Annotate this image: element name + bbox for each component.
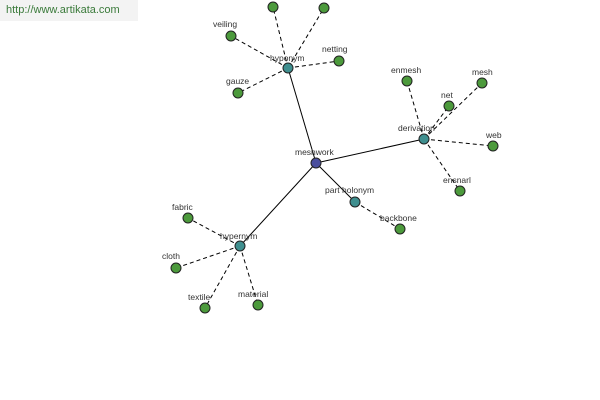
edge-hyponym-veiling — [230, 35, 289, 69]
edge-root-derivation — [315, 138, 425, 164]
edge-root-hyponym — [287, 67, 317, 164]
label-derivation: derivation — [398, 123, 435, 133]
edge-hypernym-textile — [204, 245, 241, 309]
node-net[interactable] — [443, 100, 455, 112]
label-cloth: cloth — [162, 251, 180, 261]
edge-partholonym-backbone — [354, 201, 401, 230]
label-meshwork: meshwork — [295, 147, 334, 157]
label-backbone: backbone — [380, 213, 417, 223]
label-hyponym: hyponym — [270, 53, 305, 63]
edge-derivation-ensnarl — [423, 138, 461, 192]
edge-hypernym-material — [239, 245, 259, 306]
label-mesh: mesh — [472, 67, 493, 77]
node-enmesh[interactable] — [401, 75, 413, 87]
node-gauze[interactable] — [232, 87, 244, 99]
edge-hypernym-cloth — [175, 245, 241, 269]
node-derivation[interactable] — [418, 133, 430, 145]
node-netting[interactable] — [333, 55, 345, 67]
edge-hyponym-leaf-1 — [272, 6, 289, 69]
node-veiling[interactable] — [225, 30, 237, 42]
label-fabric: fabric — [172, 202, 194, 212]
label-web: web — [485, 130, 502, 140]
node-hyponym[interactable] — [282, 62, 294, 74]
node-backbone[interactable] — [394, 223, 406, 235]
node-ensnarl[interactable] — [454, 185, 466, 197]
node-hypernym[interactable] — [234, 240, 246, 252]
label-hypernym: hypernym — [220, 231, 257, 241]
edge-hyponym-netting — [287, 60, 340, 69]
edge-derivation-enmesh — [406, 80, 425, 140]
node-part-holonym[interactable] — [349, 196, 361, 208]
label-netting: netting — [322, 44, 348, 54]
node-fabric[interactable] — [182, 212, 194, 224]
edge-root-hypernym — [239, 162, 317, 247]
label-textile: textile — [188, 292, 210, 302]
node-meshwork[interactable] — [310, 157, 322, 169]
label-gauze: gauze — [226, 76, 249, 86]
node-web[interactable] — [487, 140, 499, 152]
watermark-link[interactable]: http://www.artikata.com — [0, 0, 138, 21]
label-part-holonym: part holonym — [325, 185, 374, 195]
label-material: material — [238, 289, 268, 299]
node-hyponym-leaf-1[interactable] — [267, 1, 279, 13]
label-ensnarl: ensnarl — [443, 175, 471, 185]
label-net: net — [441, 90, 453, 100]
edge-root-partholonym — [315, 162, 356, 203]
node-material[interactable] — [252, 299, 264, 311]
edge-hypernym-fabric — [187, 217, 241, 247]
label-enmesh: enmesh — [391, 65, 422, 75]
node-textile[interactable] — [199, 302, 211, 314]
edge-hyponym-leaf-2 — [287, 7, 325, 69]
node-hyponym-leaf-2[interactable] — [318, 2, 330, 14]
label-veiling: veiling — [213, 19, 237, 29]
node-cloth[interactable] — [170, 262, 182, 274]
node-mesh[interactable] — [476, 77, 488, 89]
edge-hyponym-gauze — [237, 67, 289, 94]
edge-derivation-web — [423, 138, 494, 147]
